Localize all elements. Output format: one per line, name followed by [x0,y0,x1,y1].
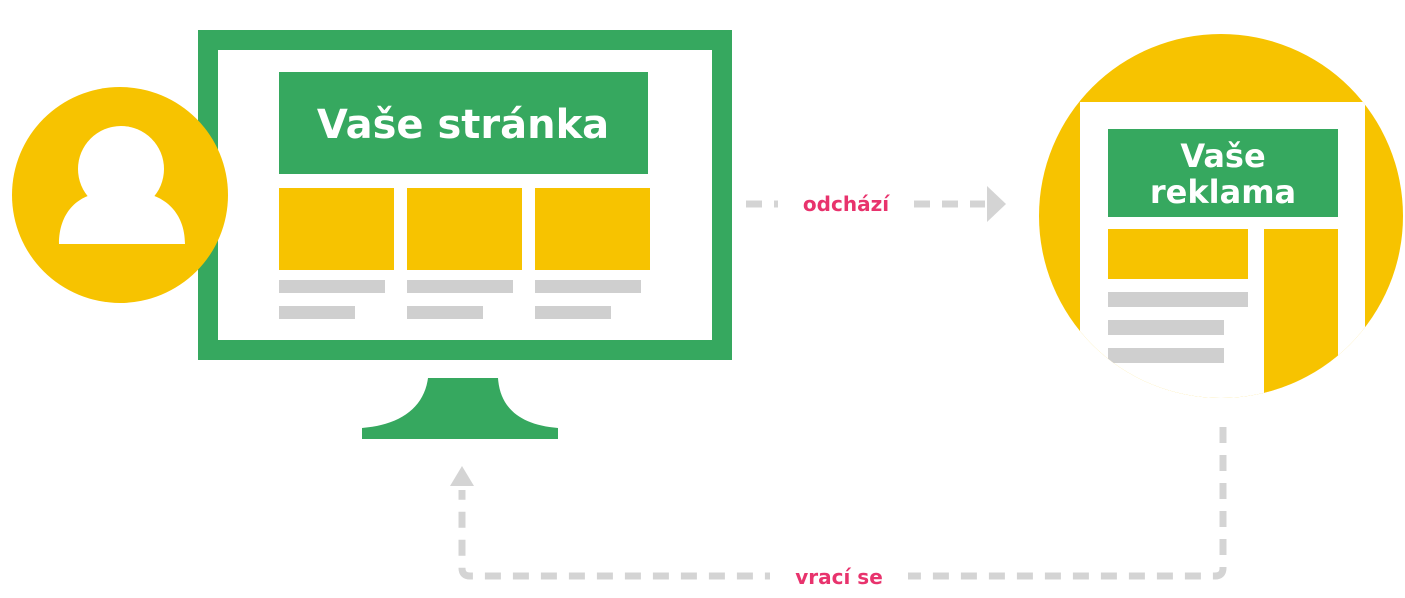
return-arrow-path [458,427,1227,580]
ad-text-line [1108,320,1224,335]
return-label-bg [770,556,908,596]
leave-label: odchází [803,192,890,216]
ad-header-line2: reklama [1150,173,1296,211]
content-block [279,188,394,270]
content-block [407,188,522,270]
content-block [535,188,650,270]
user-body [59,193,185,244]
monitor-stand [362,378,558,439]
text-placeholder-line [279,280,385,293]
text-placeholder-line [535,306,611,319]
ad-header-banner [1108,129,1338,217]
text-placeholder-line [407,306,483,319]
ad-text-line [1108,292,1248,307]
ad-side-block [1264,229,1338,398]
return-arrow-head [450,466,474,486]
leave-arrow-head [987,186,1006,222]
leave-arrow: odchází [746,185,1006,222]
text-placeholder-line [535,280,641,293]
monitor-icon: Vaše stránka [198,30,732,439]
site-header-title: Vaše stránka [317,102,609,148]
ad-text-line [1108,348,1224,363]
ad-header-line1: Vaše [1180,137,1265,175]
text-placeholder-line [407,280,513,293]
user-head [78,126,164,212]
ad-page-icon: Vaše reklama [1039,34,1403,398]
leave-label-bg [778,185,914,221]
user-icon [12,87,228,303]
site-header-banner [279,72,648,174]
ad-content-block [1108,229,1248,279]
return-label: vrací se [795,565,883,589]
return-arrow: vrací se [450,427,1227,596]
text-placeholder-line [279,306,355,319]
